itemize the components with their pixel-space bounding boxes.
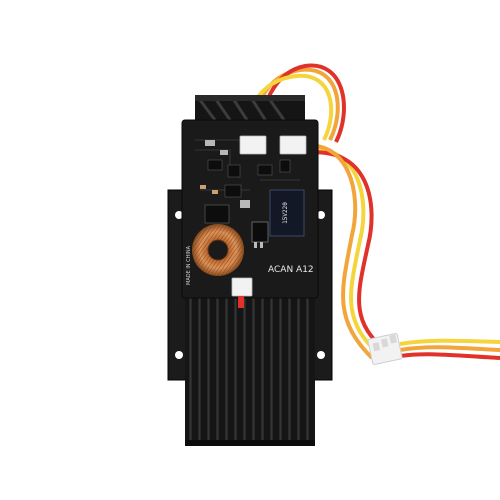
toroidal-inductor-icon [192,224,244,276]
jst-connector-icon [239,135,267,155]
inductor-block [269,189,305,237]
silk-made-in-china: MADE IN CHINA [186,245,192,285]
jst-connector-icon [279,135,307,155]
jst-connector-icon [367,333,403,365]
jst-connector-icon [231,277,253,297]
inductor-label: 15V220 [282,202,289,224]
heatsink-fins [185,295,315,446]
model-label: ACAN A12 [268,265,314,275]
pcb-board: 15V220 MADE IN CHINA ACAN A12 [181,119,319,308]
